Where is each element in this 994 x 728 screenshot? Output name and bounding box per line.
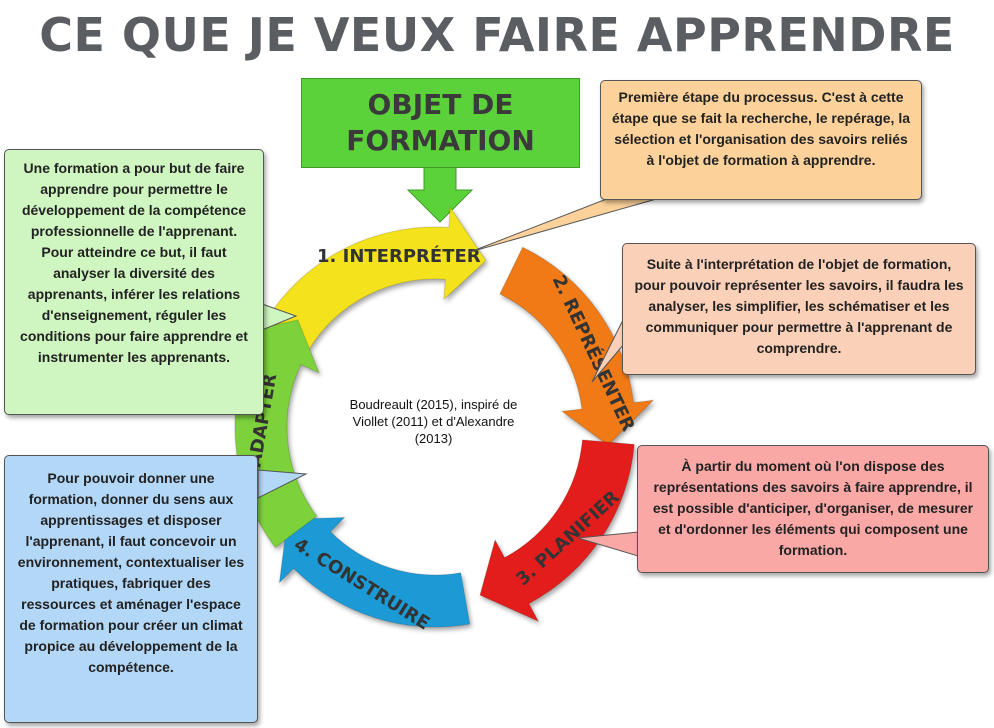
bubble-construire-text: Pour pouvoir donner une formation, donne… — [17, 470, 245, 675]
cycle-segment-3 — [479, 439, 635, 623]
cycle-segment-1 — [264, 206, 487, 350]
page-title: CE QUE JE VEUX FAIRE APPRENDRE — [39, 8, 955, 62]
bubble-interpreter-text: Première étape du processus. C'est à cet… — [611, 89, 911, 168]
step-label-1: 1. INTERPRÉTER — [317, 245, 481, 267]
bubble-adapter: Une formation a pour but de faire appren… — [4, 149, 264, 415]
objet-down-arrow — [406, 165, 474, 223]
source-note: Boudreault (2015), inspiré de Viollet (2… — [349, 397, 518, 446]
bubble-adapter-text: Une formation a pour but de faire appren… — [20, 160, 248, 365]
bubble-construire: Pour pouvoir donner une formation, donne… — [4, 455, 258, 723]
bubble-planifier: À partir du moment où l'on dispose des r… — [637, 445, 989, 573]
objet-label: OBJET DE FORMATION — [346, 88, 535, 157]
bubble-representer-text: Suite à l'interprétation de l'objet de f… — [634, 256, 964, 356]
bubble-planifier-text: À partir du moment où l'on dispose des r… — [652, 458, 974, 558]
objet-de-formation-box: OBJET DE FORMATION — [301, 78, 580, 168]
bubble-interpreter: Première étape du processus. C'est à cet… — [600, 80, 922, 200]
cycle-segment-4 — [278, 516, 471, 628]
bubble-representer: Suite à l'interprétation de l'objet de f… — [622, 243, 976, 375]
cycle-segment-2 — [499, 246, 655, 446]
